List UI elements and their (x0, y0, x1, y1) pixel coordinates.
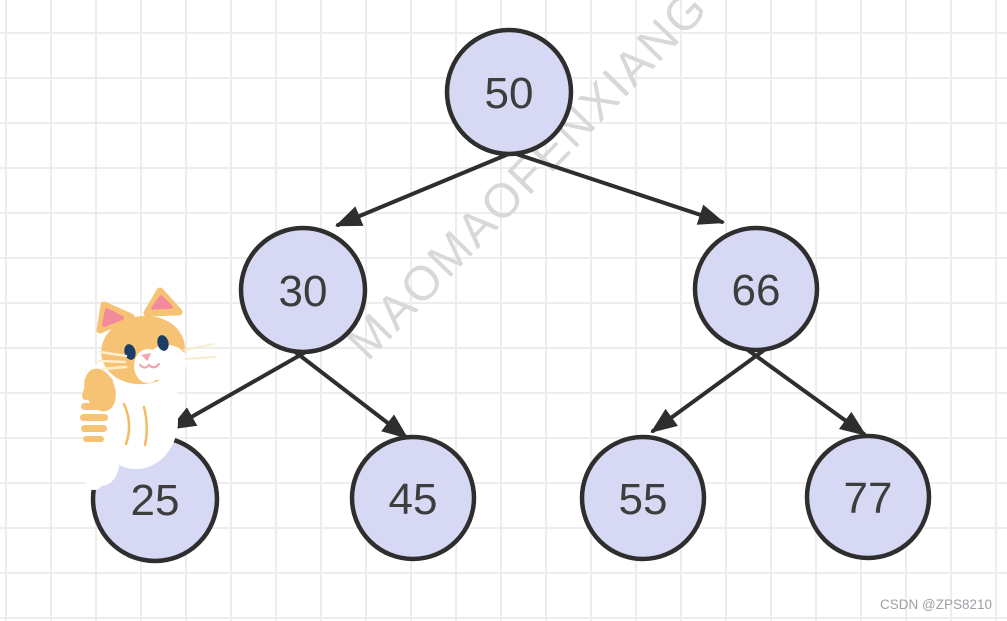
tree-edges (169, 141, 867, 439)
node-right-right-label: 77 (844, 474, 893, 523)
tree-node-left-right: 45 (349, 434, 477, 562)
node-left-left-label: 25 (131, 476, 180, 525)
cat-whisker (98, 350, 128, 358)
tree-nodes: 50 30 66 25 45 55 (90, 27, 932, 564)
tree-node-left-left: 25 (90, 434, 220, 564)
tree-node-root: 50 (444, 27, 574, 157)
edge-right-to-right-left (650, 338, 780, 433)
edge-root-to-left (335, 141, 537, 227)
node-root-circle (444, 27, 574, 157)
cat-tail-stripe (81, 425, 107, 432)
cat-nose (141, 353, 151, 361)
cat-eye-right (157, 335, 169, 351)
node-left-right-label: 45 (389, 475, 438, 524)
edge-root-to-right (481, 141, 726, 225)
node-root-label: 50 (485, 69, 534, 118)
tree-node-right-right: 77 (804, 433, 932, 561)
cat-muzzle (145, 344, 187, 382)
tree-node-right-left: 55 (579, 434, 707, 562)
cat-tail-stripe (81, 403, 108, 410)
cat-whisker (97, 359, 127, 364)
cat-icon (80, 287, 216, 490)
cat-tail-curl (82, 376, 113, 400)
edge-right-to-right-right (732, 338, 867, 436)
cat-tail-stripe (80, 414, 108, 421)
node-right-left-circle (579, 434, 707, 562)
node-left-circle (238, 225, 368, 355)
cat-mouth (138, 362, 161, 369)
cat-leg-line (122, 402, 131, 446)
credit-watermark: CSDN @ZPS8210 (880, 597, 992, 612)
node-left-right-circle (349, 434, 477, 562)
node-left-label: 30 (279, 267, 328, 316)
cat-whisker (100, 365, 128, 371)
edge-left-to-left-right (279, 339, 409, 439)
cat-leg-line (142, 405, 148, 447)
node-right-label: 66 (732, 266, 781, 315)
tree-node-left: 30 (238, 225, 368, 355)
node-right-circle (692, 225, 820, 353)
tree-node-right: 66 (692, 225, 820, 353)
cat-whisker (183, 343, 215, 351)
cat-paw (85, 472, 103, 490)
cat-tail-stripe (83, 436, 104, 442)
cat-whisker (184, 356, 216, 360)
cat-ear-left-inner (102, 308, 124, 327)
cat-ear-right-inner (151, 295, 173, 310)
node-right-right-circle (804, 433, 932, 561)
node-right-left-label: 55 (619, 475, 668, 524)
